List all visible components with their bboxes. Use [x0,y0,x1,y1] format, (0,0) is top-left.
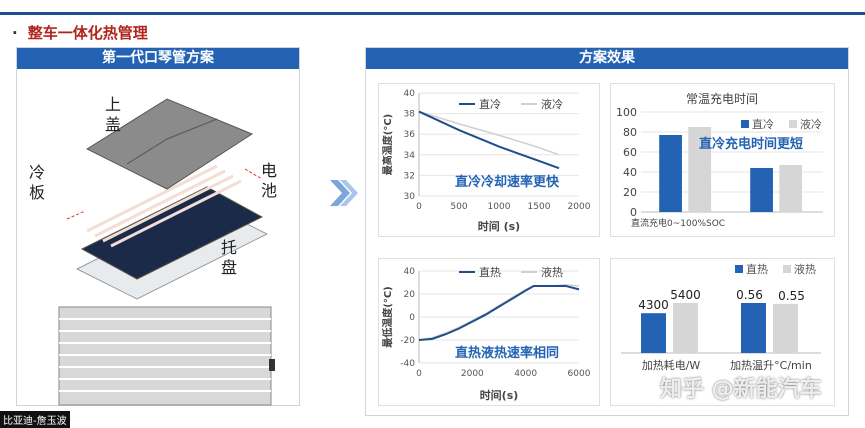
chart-annotation: 直热液热速率相同 [455,345,559,361]
data-label: 0.55 [778,289,805,303]
y-axis-label: 最低温度(°C) [381,286,394,347]
left-panel: 第一代口琴管方案 上盖 冷板 电池 托盘 [16,47,300,406]
bar-液冷 [779,165,803,212]
x-axis-label: 时间(s) [480,388,519,402]
label-battery: 电池 [261,161,278,200]
y-tick-label: 40 [404,89,416,99]
x-tick-label: 2000 [568,202,591,212]
series-line-液冷 [418,110,560,156]
y-tick-label: -40 [400,359,415,369]
bar-直冷 [659,135,682,212]
y-tick-label: 40 [404,267,416,277]
series-line-直冷 [418,110,560,170]
data-label: 4300 [638,298,669,312]
legend-swatch [741,120,749,128]
y-tick-label: 34 [404,151,416,161]
label-tray: 托盘 [221,238,238,277]
bar-直热 [641,313,666,353]
y-tick-label: 100 [616,106,637,119]
x-tick-label: 1500 [528,202,551,212]
chart-title: 常温充电时间 [686,91,758,106]
legend-label: 液热 [794,262,816,276]
y-tick-label: -20 [400,336,415,346]
label-cold-plate: 冷板 [29,163,46,202]
author-credit: 比亚迪-詹玉波 [0,411,70,428]
y-tick-label: 20 [623,186,637,199]
series-line-直热 [418,284,580,341]
x-axis-label: 时间 (s) [478,219,520,233]
bar-液冷 [688,127,712,212]
y-tick-label: 32 [404,171,415,181]
y-tick-label: 36 [404,130,416,140]
x-tick-label: 2000 [461,369,484,379]
y-tick-label: 38 [404,110,416,120]
legend-label: 直冷 [752,117,774,131]
y-tick-label: 0 [409,313,415,323]
y-axis-label: 最高温度(°C) [381,114,394,175]
title-text: 整车一体化热管理 [27,24,148,42]
cooling-temp-chart: 30 32 34 36 38 40 0 500 1000 1500 2000 直冷 液冷直冷冷却速率更快… [378,83,600,237]
bar-直热 [741,303,766,353]
chart-svg: -40 -20 0 20 40 0 2000 4000 6000 直热 液热直热液热速率相同时间(s… [381,265,591,402]
charge-time-chart: 常温充电时间 0 20 40 60 80 100 直流充电0~100%SOC 直冷 液冷直冷充电时… [610,83,835,237]
right-panel-header: 方案效果 [366,48,848,69]
legend-swatch [735,265,743,273]
battery-pack-illustration [58,98,275,406]
y-tick-label: 40 [623,166,637,179]
double-chevron-right-icon [330,180,358,206]
legend-label: 直热 [746,262,768,276]
series-line-液热 [418,284,580,341]
y-tick-label: 20 [404,290,416,300]
chart-annotation: 直冷冷却速率更快 [455,174,560,190]
slide-title: · 整车一体化热管理 [12,22,148,43]
y-tick-label: 0 [630,206,637,219]
legend-swatch [789,120,797,128]
x-tick-label: 6000 [568,369,591,379]
y-tick-label: 30 [404,192,416,202]
y-tick-label: 60 [623,146,637,159]
chart-annotation: 直冷充电时间更短 [699,136,803,152]
category-label: 加热耗电/W [642,359,701,372]
legend-swatch [783,265,791,273]
left-panel-header: 第一代口琴管方案 [17,48,299,69]
heating-temp-chart: -40 -20 0 20 40 0 2000 4000 6000 直热 液热直热液热速率相同时间(s… [378,258,600,406]
top-divider [0,12,865,15]
legend-label: 直热 [479,265,501,279]
x-tick-label: 0 [416,202,422,212]
category-label: 直流充电0~100%SOC [631,217,725,229]
legend-label: 液冷 [800,117,822,131]
legend-label: 直冷 [479,97,501,111]
x-tick-label: 4000 [514,369,537,379]
legend-label: 液冷 [541,97,563,111]
data-label: 0.56 [736,288,763,302]
bullet: · [12,24,18,42]
bar-液热 [773,303,798,353]
bar-直冷 [750,168,773,212]
label-top-cover: 上盖 [105,95,122,134]
data-label: 5400 [670,288,701,302]
watermark: 知乎 @新能汽车 [660,377,822,402]
x-tick-label: 0 [416,369,422,379]
chart-svg: 常温充电时间 0 20 40 60 80 100 直流充电0~100%SOC 直冷 液冷直冷充电时… [616,91,823,229]
bar-液热 [673,303,698,353]
x-tick-label: 500 [450,202,467,212]
legend-label: 液热 [541,265,563,279]
category-label: 加热温升°C/min [730,359,812,372]
chart-svg: 30 32 34 36 38 40 0 500 1000 1500 2000 直冷 液冷直冷冷却速率更快… [381,89,591,233]
y-tick-label: 80 [623,126,637,139]
x-tick-label: 1000 [488,202,511,212]
